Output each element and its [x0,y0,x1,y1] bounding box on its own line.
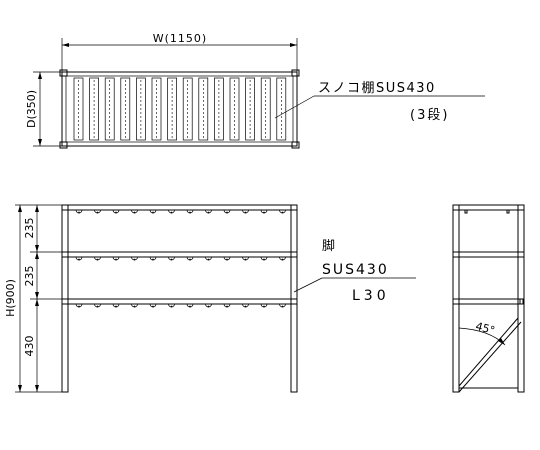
side-shelf-top [452,204,525,211]
depth-label: D(350) [25,90,38,128]
slat [167,77,177,141]
side-shelf-middle [452,251,525,258]
shelf-hook-dot [115,211,117,214]
height-dimension: H(900) 235 235 430 [4,204,62,393]
shelf-hook-dot [207,305,210,308]
shelf-hook-dot [152,211,154,214]
slat [136,77,146,141]
tier-middle-label: 235 [23,266,36,287]
plan-slats [73,77,287,141]
slat [229,77,240,141]
height-label: H(900) [4,279,17,317]
shelf-hook-dot [281,305,284,308]
slat [120,77,131,141]
shelf-hook-dot [226,305,228,308]
slat-shelf-callout: スノコ棚SUS430 [318,81,436,96]
slat-shelf-tiers: (3段) [410,108,449,123]
slat [198,77,209,141]
slat [276,77,287,141]
slat [182,77,193,141]
shelf-hook-dot [263,305,265,308]
plan-frame [61,71,298,147]
shelf-hook-dot [96,258,99,261]
leg-callout-title: 脚 [322,238,335,254]
side-view: 45° [452,204,525,393]
front-shelf-middle [61,251,298,258]
shelf-hook-dot [78,211,80,214]
shelf-hook-dot [170,211,173,214]
slat [214,77,224,141]
leg-callout-size: L30 [352,288,390,304]
shelf-hook-dot [133,305,136,308]
shelf-hook-dot [115,305,117,308]
shelf-hook-dot [133,258,136,261]
shelf-hook-dot [78,258,80,261]
leg-callout-material: SUS430 [322,262,389,278]
shelf-hook-dot [189,258,191,261]
shelf-hook-dot [244,305,247,308]
shelf-hook-dot [189,305,191,308]
shelf-hook-dot [226,258,228,261]
slat [73,77,84,141]
shelf-hook-dot [207,211,210,214]
shelf-hook-dot [226,211,228,214]
shelf-hook-dot [281,258,284,261]
shelf-hooks [75,209,286,308]
slat [89,77,99,141]
shelf-hook-dot [115,258,117,261]
shelf-hook-dot [152,305,154,308]
side-shelf-bottom [452,298,525,305]
front-view: H(900) 235 235 430 脚 SUS430 L30 [4,204,416,393]
front-shelf-bottom [61,298,298,305]
diagonal-brace [458,317,519,387]
shelf-hook-dot [170,305,173,308]
shelf-hook-dot [133,211,136,214]
shelf-hook-dot [244,258,247,261]
slat [104,77,115,141]
slat [151,77,162,141]
tier-top-label: 235 [23,218,36,239]
shelf-hook-dot [96,305,99,308]
shelf-hook-dot [96,211,99,214]
shelf-hook-dot [263,258,265,261]
slat [260,77,271,141]
shelf-hook-dot [263,211,265,214]
width-dimension: W(1150) [61,32,298,72]
plan-view: W(1150) D(350) スノコ棚SUS430 (3段) [25,32,485,149]
shelf-hook-dot [281,211,284,214]
width-label: W(1150) [153,32,207,45]
brace-angle-label: 45° [474,320,496,338]
shelf-hook-dot [207,258,210,261]
front-shelf-top [61,204,298,211]
shelf-hook-dot [78,305,80,308]
slat [245,77,255,141]
shelf-hook-dot [152,258,154,261]
depth-dimension: D(350) [25,71,62,147]
shelf-hook-dot [244,211,247,214]
shelf-hook-dot [170,258,173,261]
tier-bottom-label: 430 [23,336,36,357]
shelf-hook-dot [189,211,191,214]
